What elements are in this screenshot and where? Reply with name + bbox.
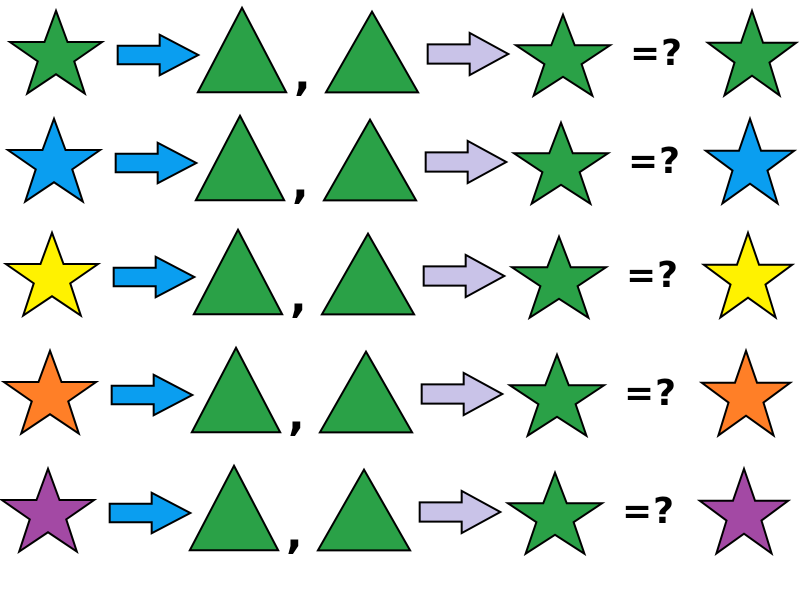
comma-separator: ,: [286, 508, 303, 559]
puzzle-row: , =?: [0, 0, 800, 110]
triangle-icon: [316, 468, 412, 552]
start-star-icon: [0, 466, 96, 558]
blue-arrow-icon: [116, 32, 200, 78]
comma-separator: ,: [294, 50, 311, 101]
lavender-arrow-icon: [422, 252, 506, 300]
comma-separator: ,: [292, 158, 309, 209]
lavender-arrow-icon: [420, 370, 504, 418]
result-star-icon: [506, 470, 604, 560]
answer-star-icon: [702, 230, 794, 324]
triangle-icon: [320, 232, 416, 316]
triangle-icon: [324, 10, 420, 94]
triangle-icon: [190, 346, 282, 434]
puzzle-row: , =?: [0, 340, 800, 450]
triangle-icon: [322, 118, 418, 202]
triangle-icon: [196, 6, 288, 94]
start-star-icon: [8, 8, 104, 100]
lavender-arrow-icon: [418, 488, 502, 536]
triangle-icon: [318, 350, 414, 434]
equals-question-label: =?: [630, 33, 684, 74]
comma-separator: ,: [288, 390, 305, 441]
result-star-icon: [512, 120, 610, 210]
equals-question-label: =?: [626, 255, 680, 296]
triangle-icon: [192, 228, 284, 316]
blue-arrow-icon: [108, 490, 192, 536]
start-star-icon: [2, 348, 98, 440]
lavender-arrow-icon: [426, 30, 510, 78]
lavender-arrow-icon: [424, 138, 508, 186]
equals-question-label: =?: [628, 141, 682, 182]
equals-question-label: =?: [624, 373, 678, 414]
result-star-icon: [510, 234, 608, 324]
result-star-icon: [508, 352, 606, 442]
answer-star-icon: [706, 8, 798, 102]
start-star-icon: [4, 230, 100, 322]
puzzle-row: , =?: [0, 222, 800, 332]
comma-separator: ,: [290, 272, 307, 323]
puzzle-row: , =?: [0, 458, 800, 568]
equals-question-label: =?: [622, 491, 676, 532]
answer-star-icon: [698, 466, 790, 560]
blue-arrow-icon: [112, 254, 196, 300]
start-star-icon: [6, 116, 102, 208]
puzzle-row: , =?: [0, 108, 800, 218]
blue-arrow-icon: [110, 372, 194, 418]
answer-star-icon: [700, 348, 792, 442]
blue-arrow-icon: [114, 140, 198, 186]
answer-star-icon: [704, 116, 796, 210]
triangle-icon: [188, 464, 280, 552]
result-star-icon: [514, 12, 612, 102]
triangle-icon: [194, 114, 286, 202]
